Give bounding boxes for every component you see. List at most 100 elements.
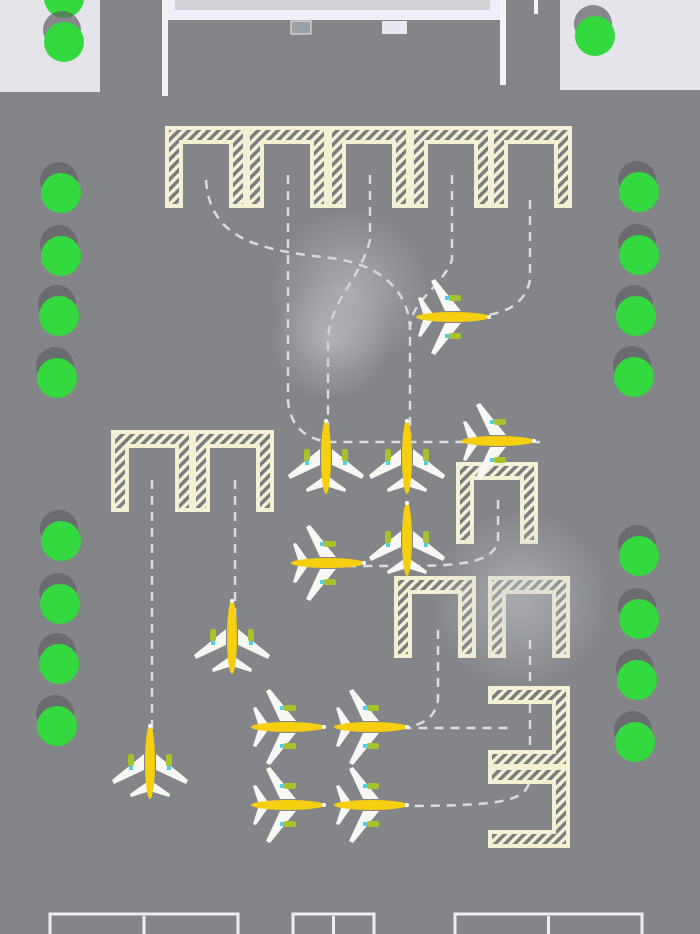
fuselage <box>402 502 412 576</box>
terminal-wall <box>162 0 168 96</box>
airplane-icon[interactable] <box>112 724 188 799</box>
engine-glow <box>129 766 133 770</box>
wings <box>266 767 296 843</box>
tree-icon <box>40 225 81 276</box>
engine-glow <box>363 784 367 788</box>
engine-glow <box>424 543 428 547</box>
tree-icon <box>38 285 79 336</box>
tree-crown <box>40 584 80 624</box>
nose <box>405 501 409 505</box>
fuselage <box>334 722 408 732</box>
tree-crown <box>41 521 81 561</box>
tail <box>253 785 268 825</box>
airplane-icon[interactable] <box>461 403 536 479</box>
tree-crown <box>616 296 656 336</box>
engine <box>324 541 336 547</box>
engine-glow <box>363 822 367 826</box>
parking-pad-icon <box>328 126 410 208</box>
engine-glow <box>320 580 324 584</box>
tree-icon <box>574 5 615 56</box>
wings <box>369 531 445 561</box>
engine-glow <box>280 784 284 788</box>
engine-glow <box>167 766 171 770</box>
tree-crown <box>615 722 655 762</box>
engine-glow <box>280 822 284 826</box>
nose <box>362 561 366 565</box>
airplane-icon[interactable] <box>416 279 491 355</box>
marker <box>534 0 538 14</box>
engine <box>324 579 336 585</box>
tail <box>336 785 351 825</box>
tree-crown <box>619 599 659 639</box>
pad-outline <box>328 126 410 208</box>
engine-glow <box>490 420 494 424</box>
engine <box>367 783 379 789</box>
tree-icon <box>618 161 659 212</box>
tree-crown <box>619 536 659 576</box>
tree-icon <box>618 525 659 576</box>
engine-glow <box>363 706 367 710</box>
parking-pad-icon <box>246 126 328 208</box>
airplane-icon[interactable] <box>194 599 270 674</box>
tree-icon <box>616 649 657 700</box>
tail <box>212 657 252 672</box>
nose <box>487 315 491 319</box>
wings <box>431 279 461 355</box>
tree-crown <box>37 358 77 398</box>
engine-glow <box>320 542 324 546</box>
engine <box>367 821 379 827</box>
tree-crown <box>614 357 654 397</box>
tail <box>336 707 351 747</box>
airplane-icon[interactable] <box>251 689 326 765</box>
airplane-icon[interactable] <box>369 419 445 494</box>
engine <box>284 783 296 789</box>
tree-crown <box>44 22 84 62</box>
tail <box>253 707 268 747</box>
engine <box>166 754 172 766</box>
parking-pad-icon <box>111 430 193 512</box>
engine-glow <box>280 706 284 710</box>
pad-outline <box>490 126 572 208</box>
tail <box>418 297 433 337</box>
wings <box>266 689 296 765</box>
fuselage <box>334 800 408 810</box>
airplane-icon[interactable] <box>288 419 364 494</box>
fuselage <box>402 420 412 494</box>
airplane-icon[interactable] <box>334 689 409 765</box>
nose <box>405 419 409 423</box>
tree-icon <box>40 510 81 561</box>
tail <box>306 477 346 492</box>
engine-glow <box>386 461 390 465</box>
pad-outline <box>488 686 570 768</box>
smoke <box>430 510 610 690</box>
fuselage <box>291 558 365 568</box>
airplane-icon[interactable] <box>291 525 366 601</box>
engine-glow <box>305 461 309 465</box>
pad-outline <box>410 126 492 208</box>
fuselage <box>416 312 490 322</box>
nose <box>405 725 409 729</box>
tree-crown <box>617 660 657 700</box>
nose <box>405 803 409 807</box>
engine <box>367 705 379 711</box>
smoke <box>270 280 390 400</box>
wings <box>369 449 445 479</box>
pad-outline <box>488 766 570 848</box>
pad-outline <box>111 430 193 512</box>
pad-outline <box>192 430 274 512</box>
engine <box>284 705 296 711</box>
wings <box>112 754 188 784</box>
airplane-icon[interactable] <box>334 767 409 843</box>
airplane-icon[interactable] <box>369 501 445 576</box>
engine-glow <box>445 334 449 338</box>
engine <box>385 531 391 543</box>
engine <box>304 449 310 461</box>
engine <box>449 295 461 301</box>
tail <box>387 559 427 574</box>
engine <box>248 629 254 641</box>
airplane-icon[interactable] <box>251 767 326 843</box>
wings <box>349 689 379 765</box>
bottom-marking <box>453 912 644 934</box>
parking-pad-icon <box>488 766 570 848</box>
